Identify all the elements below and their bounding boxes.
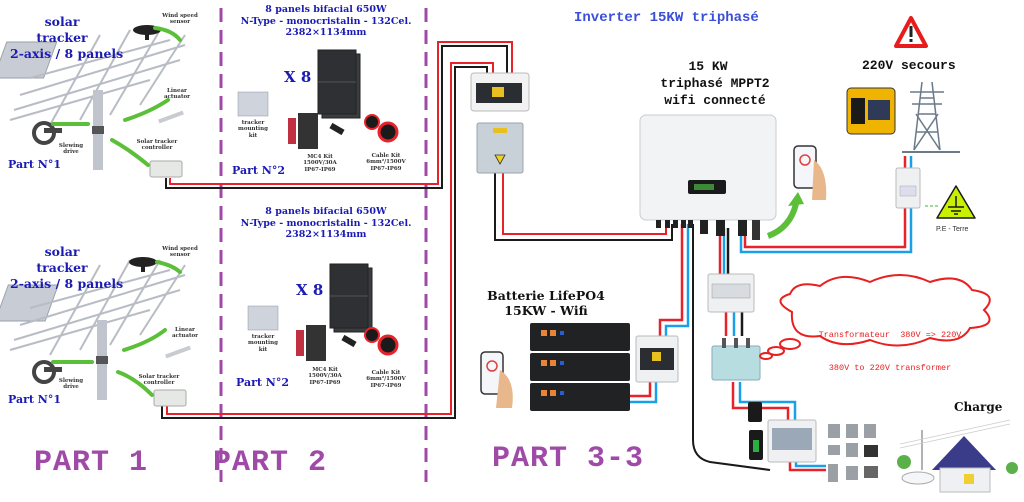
part-tag-2b: Part N°2 (236, 376, 290, 389)
warning-triangle-icon (894, 16, 928, 48)
mc4-kit-line1: MC4 Kit (312, 367, 338, 373)
cable-tracker2-to-combiner (161, 62, 494, 419)
cable-inverter-to-backup (739, 156, 913, 254)
cable-kit-line3: IP67-IP69 (370, 165, 402, 172)
green-arrows-part1 (51, 26, 182, 397)
charge-label: Charge (954, 400, 1003, 414)
mc4-kit-line2: 1500V/30A (308, 373, 342, 380)
solar-panels-stack-2 (329, 263, 373, 333)
linear-actuator-label-2: Linear actuator (171, 327, 199, 340)
cable-kit-line3: IP67-IP69 (370, 382, 402, 389)
tracker-title-line2: 2-axis / 8 panels (10, 276, 124, 291)
earth-ground-icon (936, 185, 976, 219)
house-icon (897, 419, 1018, 493)
power-pylon-icon (902, 81, 960, 153)
transformer-note-en: 380V to 220V transformer (828, 363, 952, 373)
earth-label: P.E - Terre (936, 226, 969, 233)
transformer-note: Transformateur 380V => 220V 380V to 220V… (800, 308, 980, 385)
current-clamp-meter (748, 402, 762, 422)
phone-inverter-app (793, 145, 827, 200)
tracker-1-title: solar tracker 2-axis / 8 panels (10, 14, 123, 62)
inverter-unit (639, 114, 777, 240)
battery-stack (530, 323, 630, 411)
panel-spec-line3: 2382×1134mm (285, 229, 367, 240)
part3-footer: PART 3-3 (492, 442, 645, 476)
inverter-type: triphasé MPPT2 (660, 76, 770, 91)
wifi-arrow-icon (766, 203, 799, 239)
controller-label-1: Solar tracker controller (136, 139, 178, 152)
inverter-header: Inverter 15KW triphasé (574, 10, 759, 26)
mc4-kit-label-1: MC4 Kit 1500V/30A IP67-IP69 (300, 154, 340, 173)
dc-combiner-switch (470, 72, 530, 112)
part-tag-2a: Part N°2 (232, 164, 286, 177)
transformer-note-fr: Transformateur 380V => 220V (818, 330, 962, 340)
inverter-power: 15 KW (688, 59, 728, 74)
load-distribution-panel (767, 419, 817, 463)
panel-spec-2: 8 panels bifacial 650W N-Type - monocris… (228, 206, 424, 241)
cable-kit-line1: Cable Kit (371, 153, 401, 159)
linear-actuator-label-1: Linear actuator (163, 88, 191, 101)
mounting-kit-label-1: tracker mounting kit (238, 120, 268, 139)
panel-spec-line1: 8 panels bifacial 650W (265, 4, 387, 15)
inverter-label: 15 KW triphasé MPPT2 wifi connecté (650, 58, 780, 109)
backup-label: 220V secours (862, 58, 956, 73)
tracker-title-line1: solar tracker (36, 14, 88, 45)
transformer (711, 338, 761, 381)
cable-kit-icons (364, 114, 399, 356)
part1-footer: PART 1 (34, 446, 149, 480)
panel-quantity-2: X 8 (296, 281, 324, 299)
controller-label-2: Solar tracker controller (138, 374, 180, 387)
tracker-2-title: solar tracker 2-axis / 8 panels (10, 244, 123, 292)
cable-kit-line1: Cable Kit (371, 370, 401, 376)
wind-sensor-label-2: Wind speed sensor (162, 246, 198, 259)
mc4-kit-label-2: MC4 Kit 1500V/30A IP67-IP69 (305, 367, 345, 386)
panel-spec-line2: N-Type - monocristalin - 132Cel. (240, 15, 412, 27)
mc4-kit-line2: 1500V/30A (303, 160, 337, 167)
mc4-kit-line3: IP67-IP69 (304, 166, 336, 173)
battery-label: Batterie LifePO4 15KW - Wifi (480, 288, 612, 318)
inverter-wifi: wifi connecté (664, 93, 766, 108)
part-tag-1a: Part N°1 (8, 158, 62, 171)
part2-footer: PART 2 (213, 446, 328, 480)
solar-tracker-2-illustration (0, 257, 191, 407)
mc4-kit-icons (288, 113, 357, 361)
tracker-title-line2: 2-axis / 8 panels (10, 46, 124, 61)
mounting-kit-icons (237, 91, 279, 331)
solar-panels-stack-1 (317, 49, 361, 119)
cable-kit-line2: 6mm²/1500V (366, 159, 406, 166)
transformer-thought-cloud (759, 274, 991, 360)
part-tag-1b: Part N°1 (8, 393, 62, 406)
panel-spec-line3: 2382×1134mm (285, 27, 367, 38)
slewing-drive-label-1: Slewing drive (58, 143, 84, 156)
panel-spec-line2: N-Type - monocristalin - 132Cel. (240, 217, 412, 229)
mounting-kit-label-2: tracker mounting kit (248, 334, 278, 353)
mc4-kit-line1: MC4 Kit (307, 154, 333, 160)
cable-junction-to-inverter (494, 172, 673, 241)
junction-box (476, 122, 524, 174)
mc4-kit-line3: IP67-IP69 (309, 379, 341, 386)
wind-sensor-label-1: Wind speed sensor (162, 13, 198, 26)
generator-icon (846, 87, 896, 135)
ac-breaker-panel (707, 273, 755, 313)
phone-battery-app (480, 351, 513, 408)
backup-switch-box (895, 167, 921, 209)
slewing-drive-label-2: Slewing drive (58, 378, 84, 391)
panel-quantity-1: X 8 (284, 68, 312, 86)
appliance-icons (828, 424, 878, 482)
battery-type: Batterie LifePO4 (487, 288, 605, 303)
battery-switch-box (635, 335, 679, 383)
cable-kit-line2: 6mm²/1500V (366, 376, 406, 383)
cable-tracker1-to-combiner (165, 41, 513, 189)
panel-spec-line1: 8 panels bifacial 650W (265, 206, 387, 217)
cable-kit-label-2: Cable Kit 6mm²/1500V IP67-IP69 (366, 370, 406, 389)
cable-inverter-to-battery (658, 224, 771, 471)
cable-kit-label-1: Cable Kit 6mm²/1500V IP67-IP69 (366, 153, 406, 172)
battery-capacity: 15KW - Wifi (504, 303, 588, 318)
panel-spec-1: 8 panels bifacial 650W N-Type - monocris… (228, 4, 424, 39)
tracker-title-line1: solar tracker (36, 244, 88, 275)
ev-charger-icon (749, 430, 763, 460)
